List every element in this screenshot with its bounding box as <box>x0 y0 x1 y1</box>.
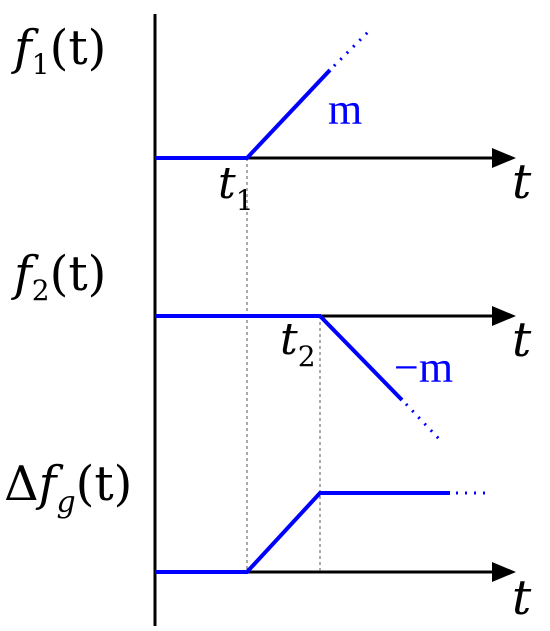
t1-label: t1 <box>218 158 254 217</box>
f2-axis-t-label: t <box>512 312 532 368</box>
slope-positive-label: m <box>328 85 362 134</box>
f1-axis-t-label: t <box>512 154 532 210</box>
f1-continuation-dots <box>332 26 374 68</box>
dfg-signal-curve <box>155 491 450 574</box>
dfg-label: Δfg(t) <box>4 456 132 520</box>
f1-signal-curve <box>155 68 332 160</box>
t2-label: t2 <box>280 314 316 373</box>
dfg-axis-arrow <box>492 562 516 582</box>
f2-signal-curve <box>155 314 404 402</box>
f2-axis-arrow <box>492 306 516 326</box>
f2-label: f2(t) <box>11 246 106 307</box>
f2-continuation-dots <box>404 402 442 442</box>
f1-axis-arrow <box>492 148 516 168</box>
f1-label: f1(t) <box>11 20 106 81</box>
slope-negative-label: −m <box>394 343 453 392</box>
dfg-axis-t-label: t <box>512 570 532 626</box>
